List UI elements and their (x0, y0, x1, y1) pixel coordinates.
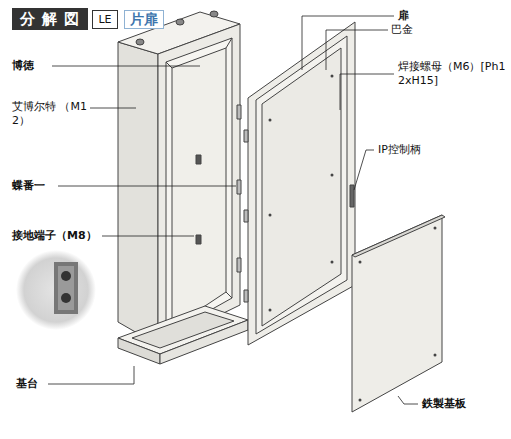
part-label: 焊接螺母（M6）[Ph12xH15] (398, 60, 506, 88)
part-label: IP控制柄 (378, 143, 421, 157)
part-label: 基台 (16, 377, 38, 391)
version-tag: LE (92, 10, 117, 29)
title-banner: 分 解 図 (12, 8, 88, 30)
part-label: 扉 (398, 9, 409, 23)
part-label: 艾博尔特 （M12） (12, 100, 92, 128)
part-label: 接地端子（M8） (12, 229, 97, 243)
tag-text: LE (98, 13, 111, 26)
part-label: 巴金 (391, 23, 413, 37)
type-tag: 片扉 (124, 10, 164, 29)
part-label: 鉄製基板 (422, 397, 466, 411)
tag-text: 片扉 (130, 11, 158, 27)
part-label: 蝶番一 (12, 179, 45, 193)
part-label: 博徳 (12, 59, 34, 73)
